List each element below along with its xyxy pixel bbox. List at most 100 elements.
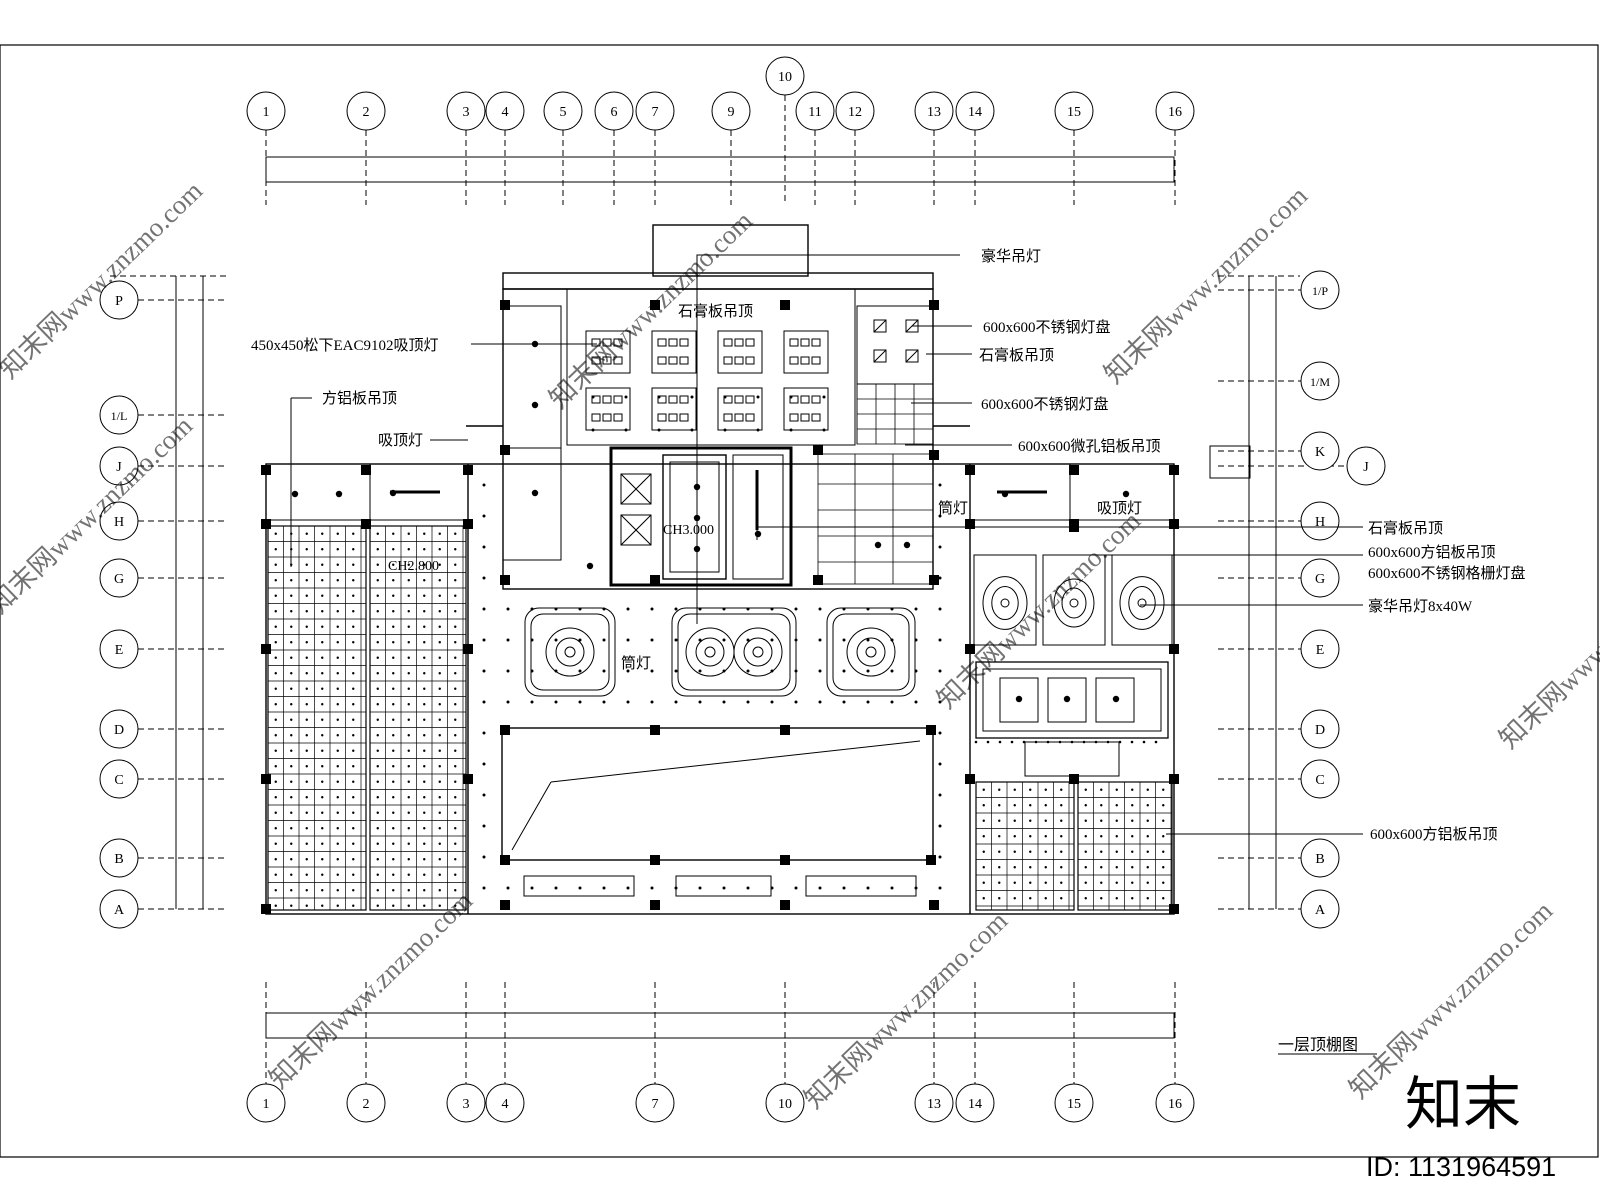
grid-bubble-bottom-3: 3 xyxy=(446,1083,486,1123)
column xyxy=(813,445,823,455)
label-ceiling-light-left: 吸顶灯 xyxy=(378,432,423,449)
label-gypsum-h: 石膏板吊顶 xyxy=(1368,519,1443,537)
ceiling-light xyxy=(531,489,539,497)
watermark-url-3: 知末网www.znzmo.com xyxy=(1098,180,1313,389)
column xyxy=(463,774,473,784)
column xyxy=(1069,465,1079,475)
grid-bubble-bottom-2: 2 xyxy=(346,1083,386,1123)
svg-text:4: 4 xyxy=(502,1097,509,1112)
grid-bubble-bottom-16: 16 xyxy=(1155,1083,1195,1123)
column xyxy=(650,725,660,735)
column xyxy=(929,900,939,910)
ceiling-light xyxy=(291,490,299,498)
ceiling-light xyxy=(874,541,882,549)
column xyxy=(926,725,936,735)
ceiling-light xyxy=(1122,490,1130,498)
drawing-border xyxy=(0,44,1599,1158)
svg-text:4: 4 xyxy=(502,105,509,120)
label-ch-left: CH2.800 xyxy=(388,559,439,574)
grid-bubble-left-E: E xyxy=(99,629,139,669)
column xyxy=(780,725,790,735)
grid-bubble-top-1: 1 xyxy=(246,91,286,131)
grid-bubble-bottom-13: 13 xyxy=(914,1083,954,1123)
ceiling-light xyxy=(903,541,911,549)
label-steel-panel-2: 600x600不锈钢灯盘 xyxy=(981,395,1109,413)
column xyxy=(780,855,790,865)
ceiling-light xyxy=(389,489,397,497)
svg-text:1: 1 xyxy=(263,105,270,120)
column xyxy=(463,519,473,529)
grid-bubble-right-H-4: H xyxy=(1300,501,1340,541)
grid-bubble-left-G: G xyxy=(99,558,139,598)
grid-bubble-right-A-10: A xyxy=(1300,889,1340,929)
column xyxy=(929,575,939,585)
svg-text:1/M: 1/M xyxy=(1310,375,1330,389)
grid-bubble-right-K-2: K xyxy=(1300,431,1340,471)
label-perforated-al: 600x600微孔铝板吊顶 xyxy=(1018,437,1161,455)
svg-text:J: J xyxy=(1363,460,1369,475)
grid-bubble-top-5: 5 xyxy=(543,91,583,131)
al-ceiling-grid-right-2 xyxy=(1077,781,1173,911)
grid-bubble-right-1-M-1: 1/M xyxy=(1300,361,1340,401)
svg-text:13: 13 xyxy=(927,1097,941,1112)
label-gypsum-right: 石膏板吊顶 xyxy=(979,346,1054,364)
column xyxy=(1169,644,1179,654)
watermark-url-4: 知末网www.znzmo.com xyxy=(0,410,198,619)
ceiling-light xyxy=(335,490,343,498)
chandelier-medallion xyxy=(524,607,616,697)
watermarks: 知末网www.znzmo.com 知末网www.znzmo.com 知末网www… xyxy=(0,175,1600,1114)
annotation-labels: 豪华吊灯 石膏板吊顶 600x600不锈钢灯盘 石膏板吊顶 600x600不锈钢… xyxy=(251,247,1526,1054)
column xyxy=(1169,904,1179,914)
leader-lines xyxy=(290,254,1377,1055)
column xyxy=(780,300,790,310)
column xyxy=(500,855,510,865)
label-ceiling-light-right: 吸顶灯 xyxy=(1097,500,1142,517)
svg-text:16: 16 xyxy=(1168,105,1182,120)
column xyxy=(965,774,975,784)
chandelier-medallion xyxy=(671,607,797,697)
svg-text:D: D xyxy=(114,723,124,738)
svg-text:1: 1 xyxy=(263,1097,270,1112)
svg-text:P: P xyxy=(115,294,123,309)
label-ch-center: CH3.000 xyxy=(663,523,714,538)
svg-text:C: C xyxy=(1315,773,1324,788)
svg-text:A: A xyxy=(114,903,125,918)
chandelier-medallion-small xyxy=(1119,576,1165,630)
svg-text:A: A xyxy=(1315,903,1326,918)
column xyxy=(926,855,936,865)
grid-bubble-top-4: 4 xyxy=(485,91,525,131)
svg-text:H: H xyxy=(114,515,124,530)
svg-text:J: J xyxy=(116,460,122,475)
grid-bubble-left-P: P xyxy=(99,280,139,320)
panel-light-grid xyxy=(585,319,919,431)
grid-bubble-right-G-5: G xyxy=(1300,558,1340,598)
grid-bubble-left-A: A xyxy=(99,889,139,929)
label-downlight-1: 筒灯 xyxy=(938,500,968,517)
chandelier-medallion-small xyxy=(1053,578,1095,628)
grid-bubble-top-15: 15 xyxy=(1054,91,1094,131)
svg-text:10: 10 xyxy=(778,70,792,85)
chandelier-medallion-small xyxy=(982,576,1028,630)
column xyxy=(965,465,975,475)
ceiling-grids xyxy=(267,319,1173,911)
ceiling-light xyxy=(1063,695,1071,703)
svg-text:2: 2 xyxy=(363,105,370,120)
column xyxy=(463,465,473,475)
structural-columns xyxy=(261,300,1179,914)
svg-text:11: 11 xyxy=(808,105,821,120)
ceiling-light xyxy=(754,530,762,538)
column xyxy=(261,519,271,529)
watermark-url-6: 知末网www.znzmo.com xyxy=(263,885,478,1094)
grid-bubble-bottom-10: 10 xyxy=(765,1083,805,1123)
grid-bubble-left-B: B xyxy=(99,838,139,878)
column xyxy=(650,300,660,310)
watermark-url-5: 知末网www.znzmo.com xyxy=(931,505,1146,714)
column xyxy=(1069,774,1079,784)
column xyxy=(1169,465,1179,475)
grid-bubble-right-J-3: J xyxy=(1346,446,1386,486)
svg-text:1/P: 1/P xyxy=(1312,284,1328,298)
column xyxy=(780,900,790,910)
column xyxy=(361,465,371,475)
svg-text:E: E xyxy=(115,643,124,658)
column xyxy=(650,855,660,865)
